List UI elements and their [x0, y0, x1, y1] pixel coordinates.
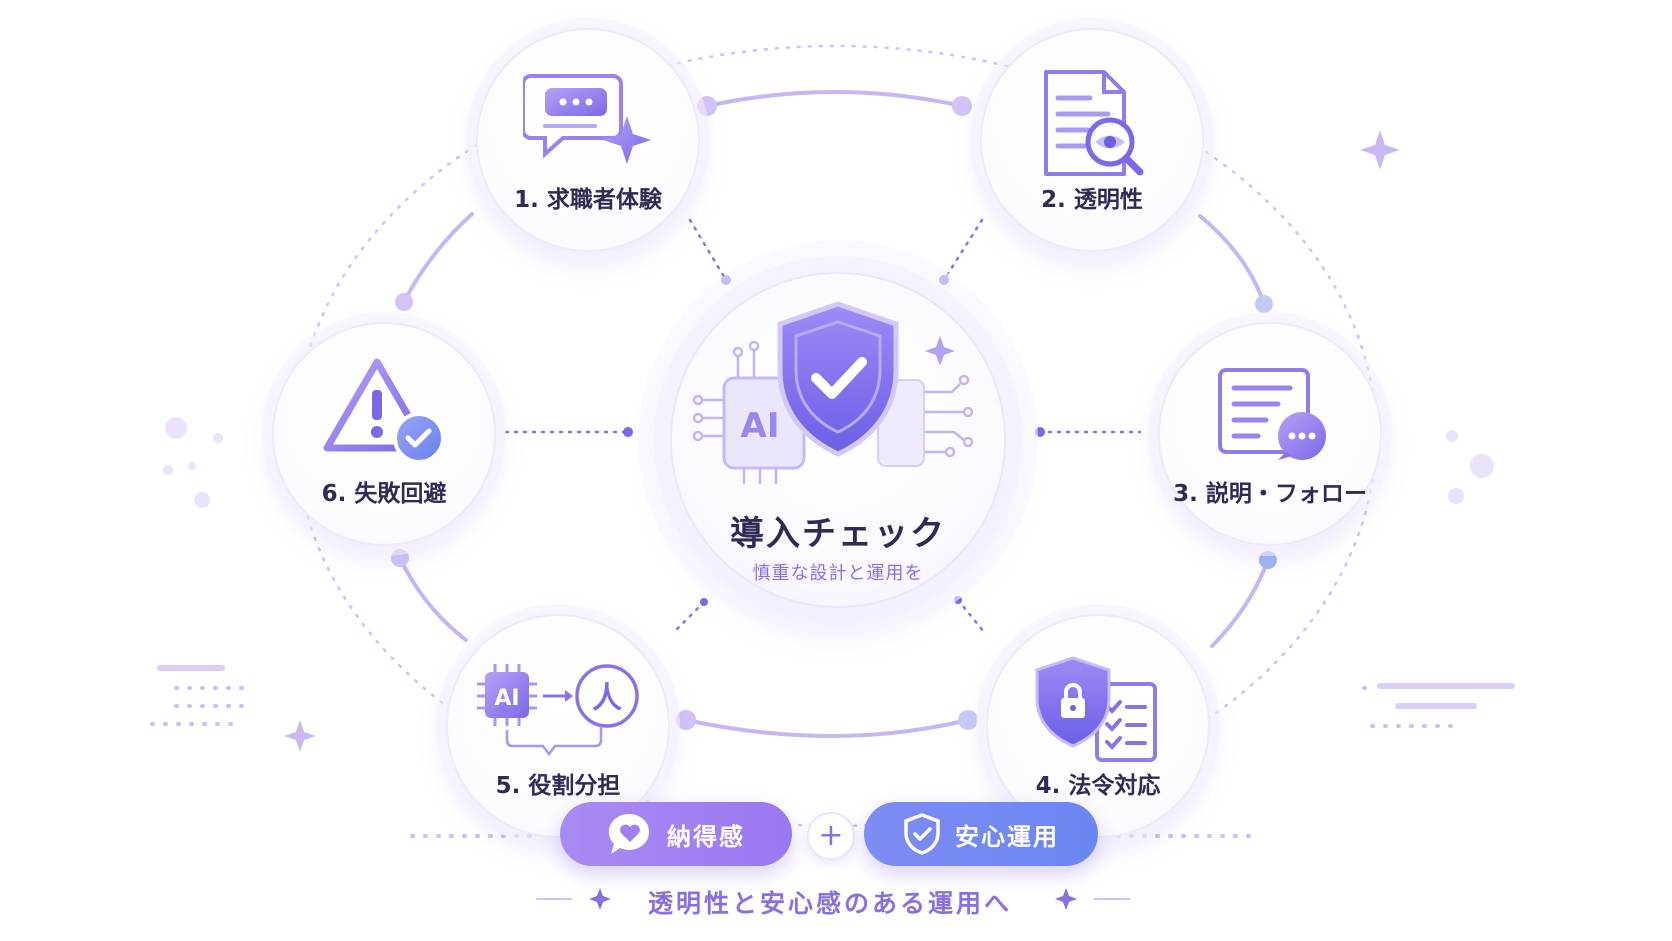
- step-node-3: 3. 説明・フォロー: [1158, 322, 1382, 546]
- step-label-1: 1. 求職者体験: [514, 187, 662, 213]
- step-node-5: AI 人 5. 役割分担: [446, 614, 670, 838]
- step-label-5: 5. 役割分担: [495, 773, 621, 799]
- document-eye-icon: [1044, 70, 1144, 176]
- tagline-sparkles: [589, 888, 1077, 910]
- center-title: 導入チェック: [730, 514, 946, 554]
- step-label-3: 3. 説明・フォロー: [1173, 481, 1367, 507]
- plus-sign: +: [807, 812, 855, 860]
- pill-safe-operation-label: 安心運用: [955, 822, 1059, 851]
- pill-conviction: 納得感: [560, 802, 792, 866]
- ai-to-human-icon: AI 人: [477, 664, 639, 756]
- ai-chip-text: AI: [494, 686, 519, 711]
- ring-arcs: [398, 90, 1270, 738]
- pill-safe-operation: 安心運用: [864, 802, 1098, 866]
- ai-shield-icon: AI: [692, 301, 974, 484]
- step-node-1: 1. 求職者体験: [476, 28, 700, 252]
- tagline: 透明性と安心感のある運用へ: [647, 889, 1012, 918]
- center-ai-text: AI: [741, 406, 780, 446]
- person-glyph: 人: [592, 681, 622, 716]
- step-label-4: 4. 法令対応: [1035, 773, 1161, 799]
- shield-check-icon: [904, 813, 940, 855]
- chat-sparkle-icon: [523, 74, 651, 164]
- warning-check-icon: [323, 358, 445, 464]
- sparkle-icon: [284, 130, 1400, 752]
- heart-chat-icon: [608, 813, 650, 854]
- center-subtitle: 慎重な設計と運用を: [752, 563, 924, 584]
- step-node-4: 4. 法令対応: [986, 614, 1210, 838]
- step-node-2: 2. 透明性: [980, 28, 1204, 252]
- document-chat-icon: [1218, 368, 1326, 460]
- center-connectors: [504, 218, 1142, 634]
- center-hub: AI 導入チェック 慎重な設計と運用を: [670, 272, 1006, 608]
- pill-conviction-label: 納得感: [667, 822, 745, 851]
- ring-dots: [391, 96, 1277, 730]
- step-label-6: 6. 失敗回避: [321, 481, 447, 507]
- step-node-6: 6. 失敗回避: [272, 322, 496, 546]
- shield-lock-checklist-icon: [1035, 656, 1157, 762]
- step-label-2: 2. 透明性: [1041, 187, 1143, 213]
